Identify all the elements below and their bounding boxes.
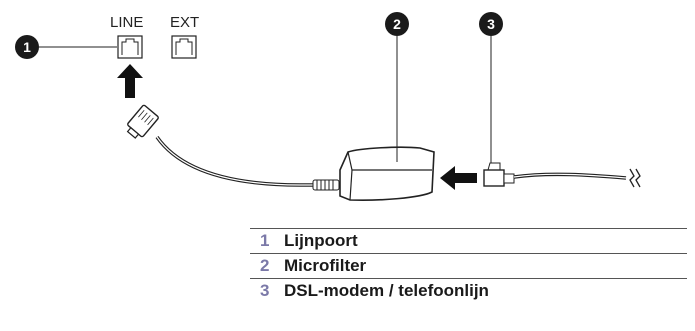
- break-mark-icon: [629, 168, 641, 188]
- callout-1: 1: [15, 35, 39, 59]
- legend-number: 2: [260, 256, 270, 275]
- svg-text:1: 1: [23, 39, 31, 55]
- legend-row: 1 Lijnpoort: [250, 228, 687, 253]
- ext-port-icon: [171, 35, 197, 59]
- legend-row: 3 DSL-modem / telefoonlijn: [250, 278, 687, 303]
- legend-table: 1 Lijnpoort 2 Microfilter 3 DSL-modem / …: [250, 228, 687, 303]
- svg-text:2: 2: [393, 16, 401, 32]
- ext-port-label: EXT: [170, 14, 199, 31]
- line-port-label: LINE: [110, 14, 143, 31]
- arrow-up-icon: [117, 64, 143, 98]
- legend-label: Lijnpoort: [284, 231, 358, 250]
- phone-cable: [155, 135, 315, 187]
- callout-3: 3: [479, 12, 503, 36]
- dsl-plug-icon: [483, 162, 515, 187]
- legend-number: 3: [260, 281, 270, 300]
- svg-text:3: 3: [487, 16, 495, 32]
- legend-row: 2 Microfilter: [250, 253, 687, 278]
- strain-relief: [312, 179, 340, 191]
- legend-number: 1: [260, 231, 270, 250]
- line-port-icon: [117, 35, 143, 59]
- microfilter-icon: [339, 146, 435, 201]
- legend-label: Microfilter: [284, 256, 367, 275]
- rj11-plug-icon: [126, 104, 159, 139]
- legend-label: DSL-modem / telefoonlijn: [284, 281, 489, 300]
- callout-2: 2: [385, 12, 409, 36]
- arrow-left-icon: [440, 166, 477, 190]
- connection-diagram: 1 LINE EXT: [15, 12, 641, 201]
